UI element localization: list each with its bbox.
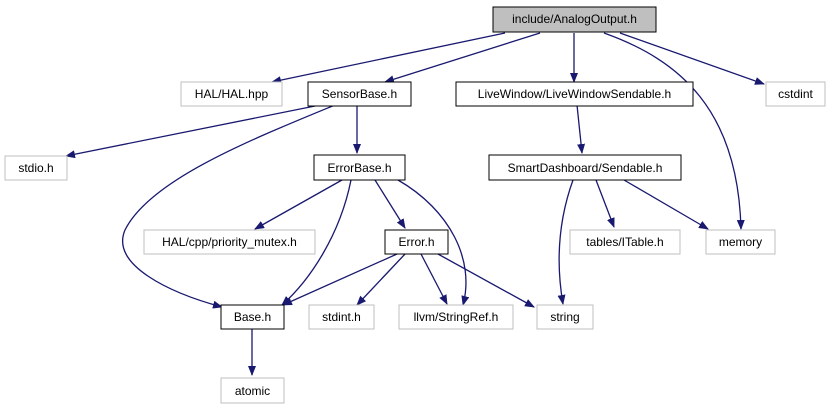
node-priority-mutex[interactable]: HAL/cpp/priority_mutex.h	[143, 229, 316, 255]
edge-smartdashboard-to-itable	[595, 179, 615, 228]
node-hal-hpp-label: HAL/HAL.hpp	[195, 87, 269, 101]
node-sensor-base-label: SensorBase.h	[322, 87, 397, 101]
node-analog-output[interactable]: include/AnalogOutput.h	[492, 6, 657, 33]
edge-sensorbase-to-stdio	[65, 104, 321, 159]
node-error[interactable]: Error.h	[384, 229, 449, 255]
node-smart-dashboard-sendable[interactable]: SmartDashboard/Sendable.h	[488, 154, 682, 181]
edge-smartdashboard-to-memory	[623, 179, 709, 230]
node-memory-label: memory	[719, 235, 762, 249]
edge-error-to-stringref	[420, 253, 448, 305]
node-stdint-label: stdint.h	[322, 310, 361, 324]
edge-analogoutput-to-cstdint	[619, 32, 765, 85]
node-error-base-label: ErrorBase.h	[327, 161, 391, 175]
edge-sensorbase-to-base	[122, 104, 336, 309]
node-analog-output-label: include/AnalogOutput.h	[512, 12, 637, 26]
node-base[interactable]: Base.h	[220, 304, 285, 330]
edge-error-to-string	[437, 253, 535, 308]
edge-smartdashboard-to-string	[557, 179, 574, 305]
node-cstdint-label: cstdint	[778, 87, 813, 101]
node-itable[interactable]: tables/ITable.h	[569, 229, 681, 255]
node-smart-dashboard-sendable-label: SmartDashboard/Sendable.h	[508, 161, 663, 175]
node-stdio[interactable]: stdio.h	[4, 155, 68, 181]
node-error-label: Error.h	[398, 235, 434, 249]
edge-errorbase-to-base	[281, 179, 352, 306]
edge-error-to-stdint	[356, 253, 406, 306]
node-stringref-label: llvm/StringRef.h	[414, 310, 499, 324]
node-string[interactable]: string	[536, 304, 594, 330]
edge-analogoutput-to-hal-hpp	[271, 32, 506, 85]
edge-analogoutput-to-sensorbase	[384, 32, 541, 84]
node-itable-label: tables/ITable.h	[586, 235, 663, 249]
node-hal-hpp[interactable]: HAL/HAL.hpp	[180, 81, 283, 107]
node-base-label: Base.h	[234, 310, 271, 324]
node-live-window-sendable[interactable]: LiveWindow/LiveWindowSendable.h	[455, 81, 694, 107]
node-priority-mutex-label: HAL/cpp/priority_mutex.h	[162, 235, 297, 249]
node-sensor-base[interactable]: SensorBase.h	[307, 81, 412, 107]
edge-analogoutput-to-memory	[603, 32, 745, 230]
edge-livewindowsendable-to-smartdashboard	[576, 104, 586, 154]
node-stringref[interactable]: llvm/StringRef.h	[398, 304, 514, 330]
edge-error-to-base	[282, 253, 398, 306]
node-string-label: string	[550, 310, 579, 324]
node-stdint[interactable]: stdint.h	[308, 304, 375, 330]
node-memory[interactable]: memory	[705, 229, 776, 255]
node-atomic[interactable]: atomic	[220, 377, 285, 404]
edge-errorbase-to-error	[374, 179, 406, 229]
node-cstdint[interactable]: cstdint	[765, 81, 826, 107]
node-stdio-label: stdio.h	[18, 161, 53, 175]
node-atomic-label: atomic	[235, 384, 270, 398]
node-error-base[interactable]: ErrorBase.h	[313, 154, 406, 181]
edge-errorbase-to-priority-mutex	[254, 179, 343, 230]
edge-errorbase-to-stringref	[397, 179, 470, 306]
node-live-window-sendable-label: LiveWindow/LiveWindowSendable.h	[478, 87, 671, 101]
